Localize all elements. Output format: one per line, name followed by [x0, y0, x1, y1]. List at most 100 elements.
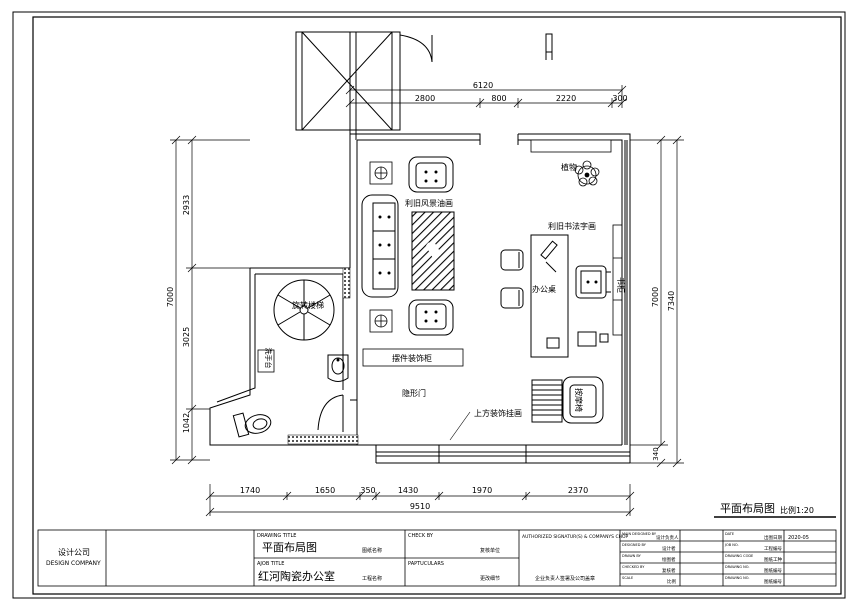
job-title-en: AJOB TITLE [257, 561, 284, 567]
wall-hatch-bottom [287, 434, 359, 445]
dim-top-seg-2: 800 [491, 94, 506, 103]
bookcase-icon [612, 224, 623, 336]
drawing-title-en: DRAWING TITLE [257, 533, 296, 539]
carpet-hatch [411, 211, 455, 291]
label-spiral-stair: 旋转楼梯 [292, 300, 324, 310]
dim-top-seg-3: 2220 [556, 94, 576, 103]
role-cn: 比例 [667, 578, 676, 585]
meta-cn: 图纸编号 [764, 567, 782, 574]
dim-left-seg-2: 3025 [182, 327, 191, 347]
meta-en: DRAWING NO. [725, 565, 749, 569]
dim-right-small: 340 [652, 447, 660, 460]
meta-rows: DATE 出图日期 2020-05 JOB NO. 工程编号 DRAWING C… [724, 532, 809, 585]
authorized-en: AUTHORIZED SIGNATUR(S) & COMPANYS CHOP [522, 534, 629, 540]
authorized-cn: 企业负责人签署及公司盖章 [535, 575, 595, 582]
role-en: SCALE [622, 576, 633, 580]
meta-en: DATE [725, 532, 734, 536]
dim-left-seg-3: 1042 [182, 413, 191, 433]
label-old-landscape-painting: 利旧风景油画 [405, 198, 453, 208]
role-cn: 设计者 [662, 545, 676, 552]
wall-hatch-left [342, 267, 351, 299]
label-wall-painting: 上方装饰挂画 [474, 408, 522, 418]
job-title: 红河陶瓷办公室 [258, 569, 335, 583]
meta-en: DRAWING CODE [725, 554, 753, 558]
guest-chair-bottom-icon [500, 287, 524, 309]
dim-bottom-seg-1: 1740 [240, 486, 260, 495]
dim-bottom-seg-4: 1430 [398, 486, 418, 495]
label-hidden-door: 隐形门 [402, 388, 426, 398]
meta-cn: 工程编号 [764, 545, 782, 552]
company-name-en: DESIGN COMPANY [46, 560, 101, 567]
meta-value-date: 2020-05 [788, 535, 809, 541]
dim-top-seg-1: 2800 [415, 94, 435, 103]
stair-shaft [295, 31, 553, 140]
meta-cn: 出图日期 [764, 534, 782, 541]
washbasin-counter [257, 349, 275, 373]
top-cabinet [530, 139, 612, 153]
role-cn: 复核者 [662, 567, 676, 574]
job-name-label: 工程名称 [362, 575, 382, 582]
display-cabinet [362, 348, 464, 367]
meta-cn: 图纸编号 [764, 578, 782, 585]
top-dimensions [345, 85, 627, 130]
meta-cn: 图纸工种 [764, 556, 782, 563]
label-washbasin: 洗手台 [264, 348, 273, 369]
role-rows: MAIN DESIGNED BY 设计负责人 DESIGNED BY 设计者 D… [622, 532, 679, 585]
role-cn: 设计负责人 [656, 534, 679, 541]
label-display-cabinet: 摆件装饰柜 [392, 353, 432, 363]
particulars-en: PAPTUCULARS [408, 561, 444, 567]
role-en: DRAWN BY [622, 554, 642, 558]
office-chair-icon [575, 265, 611, 299]
wall-painting-leader [449, 411, 471, 441]
dim-bottom-seg-2: 1650 [315, 486, 335, 495]
dim-left-total: 7000 [166, 287, 175, 307]
sheet-scale: 比例1:20 [780, 505, 814, 515]
right-dimensions [630, 135, 684, 468]
armchair-top-icon [408, 156, 454, 193]
outer-frame [12, 11, 846, 599]
role-en: MAIN DESIGNED BY [622, 532, 657, 536]
guest-chair-top-icon [500, 249, 524, 271]
role-cn: 绘图者 [662, 556, 676, 563]
plant-icon [574, 160, 600, 187]
dim-top-total: 6120 [473, 81, 493, 90]
label-massage-chair: 按摩椅 [574, 388, 584, 412]
meta-en: JOB NO. [724, 543, 739, 547]
dim-bottom-total: 9510 [410, 502, 430, 511]
armchair-bottom-icon [408, 299, 454, 336]
role-en: CHECKED BY [622, 565, 645, 569]
dim-right-total: 7000 [651, 287, 660, 307]
side-table-bottom-icon [369, 309, 393, 333]
spiral-stair-icon [273, 279, 335, 341]
company-name-cn: 设计公司 [58, 547, 90, 557]
check-unit-label: 复核单位 [480, 547, 500, 554]
walls [209, 133, 631, 464]
dim-right-outer: 7340 [667, 291, 676, 311]
title-block [37, 529, 837, 587]
label-plant: 植物 [561, 162, 577, 172]
drawing-name-label: 图纸名称 [362, 547, 382, 554]
sofa-icon [361, 194, 399, 298]
label-old-calligraphy: 利旧书法字画 [548, 221, 596, 231]
check-by-en: CHECK BY [408, 533, 434, 539]
bottom-dimensions [205, 484, 635, 517]
dim-bottom-seg-5: 1970 [472, 486, 492, 495]
desk-icon [530, 234, 609, 358]
washbasin-icon [327, 354, 349, 382]
dim-top-seg-4: 300 [612, 94, 627, 103]
massage-chair-icon [531, 376, 604, 424]
left-dimensions [170, 135, 250, 465]
label-bookcase: 书柜 [616, 277, 626, 293]
dim-bottom-seg-6: 2370 [568, 486, 588, 495]
drawing-title: 平面布局图 [262, 541, 317, 554]
inner-frame [32, 16, 842, 595]
label-desk: 办公桌 [532, 284, 556, 294]
changes-label: 更改细节 [480, 575, 500, 582]
role-en: DESIGNED BY [622, 543, 647, 547]
dim-left-seg-1: 2933 [182, 195, 191, 215]
toilet-icon [232, 412, 272, 438]
sheet-title: 平面布局图 [720, 502, 775, 515]
dim-bottom-seg-3: 350 [360, 486, 375, 495]
side-table-top-icon [369, 161, 393, 185]
